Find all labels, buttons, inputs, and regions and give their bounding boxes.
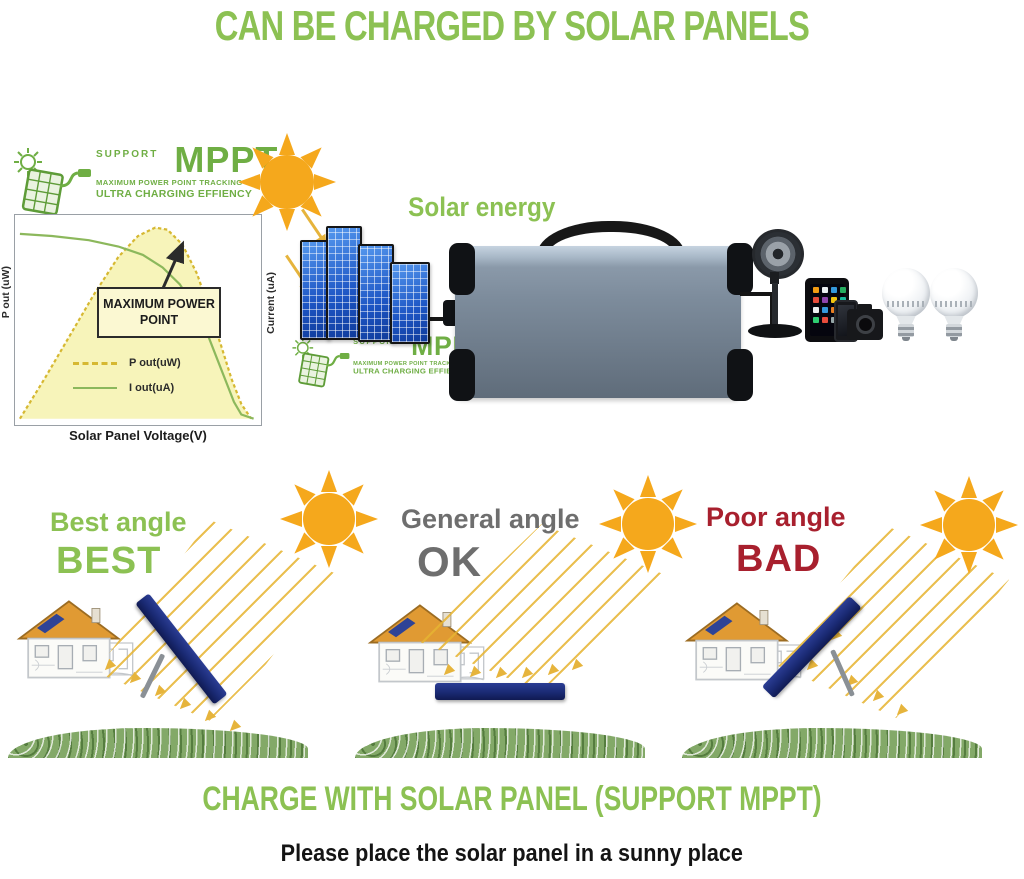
grass [682, 728, 982, 758]
angle-scenes: Best angle BEST General angle OK [0, 462, 1024, 762]
scene-caption: General angle [401, 504, 580, 534]
mppt-logo: SUPPORT MPPT MAXIMUM POWER POINT TRACKIN… [8, 139, 279, 216]
output-wire [740, 292, 774, 296]
station-bumper [727, 349, 753, 401]
legend-item-power: P out(uW) [73, 357, 181, 369]
solar-energy-label: Solar energy [408, 192, 556, 222]
scene-caption: Poor angle [706, 502, 846, 532]
station-bumper [449, 349, 475, 401]
x-axis-label: Solar Panel Voltage(V) [69, 428, 207, 443]
mpp-arrow [144, 235, 187, 294]
scene-verdict: OK [417, 538, 482, 585]
station-input-port [443, 300, 458, 326]
input-wire [420, 317, 448, 321]
solar-panel [390, 262, 430, 344]
scene-general-angle: General angle OK [341, 462, 705, 762]
solar-panel [326, 226, 362, 340]
y-axis-label-right: Current (uA) [265, 272, 277, 334]
chart-legend: P out(uW) I out(uA) [73, 357, 181, 394]
dashed-swatch [73, 361, 117, 365]
mppt-chart: MAXIMUM POWER POINT P out(uW) I out(uA) [14, 214, 262, 426]
scene-verdict: BAD [736, 538, 822, 580]
solar-panel-sun-icon [14, 148, 91, 216]
scene-verdict: BEST [56, 540, 162, 582]
camera-lens [856, 315, 875, 334]
solid-swatch [73, 387, 117, 389]
solar-panel [358, 244, 394, 342]
grass [355, 728, 645, 758]
light-bulb-icon [930, 268, 978, 342]
max-power-point-label: MAXIMUM POWER POINT [97, 287, 221, 338]
light-bulb-icon [882, 268, 930, 342]
flat-solar-panel [435, 683, 565, 700]
bottom-note: Please place the solar panel in a sunny … [280, 840, 744, 867]
station-bumper [449, 243, 475, 295]
page-title: CAN BE CHARGED BY SOLAR PANELS [214, 2, 810, 49]
legend-item-current: I out(uA) [73, 382, 181, 394]
power-station [455, 246, 741, 398]
mppt-logo-text: SUPPORT MPPT MAXIMUM POWER POINT TRACKIN… [96, 139, 279, 200]
y-axis-label-left: P out (uW) [0, 266, 12, 319]
grass [8, 728, 308, 758]
bottom-title: CHARGE WITH SOLAR PANEL (SUPPORT MPPT) [202, 780, 822, 818]
station-bumper [727, 243, 753, 295]
solar-panel-sun-icon [292, 337, 350, 388]
scene-best-angle: Best angle BEST [0, 462, 386, 762]
scene-caption: Best angle [50, 507, 187, 537]
camera-icon [847, 304, 883, 340]
solar-panel-array [298, 226, 438, 344]
scene-poor-angle: Poor angle BAD [682, 462, 1024, 762]
power-curve [20, 228, 251, 419]
